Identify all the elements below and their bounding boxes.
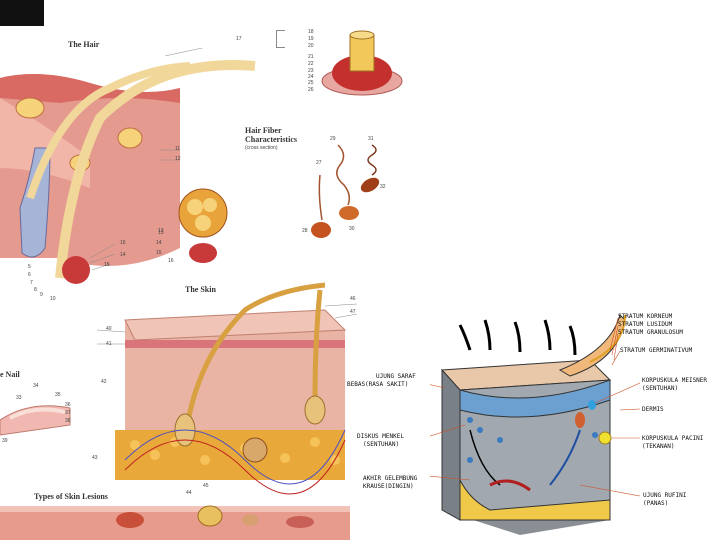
hair-num: 6 [28, 272, 31, 278]
label-merkel: DISKUS MENKEL [357, 433, 404, 440]
fiber-num: 27 [316, 160, 322, 166]
hair-num: 5 [28, 264, 31, 270]
hair-num: 10 [50, 296, 56, 302]
label-ruffini: UJUNG RUFINI [643, 492, 686, 499]
label-krause-2: KRAUSE(DINGIN) [363, 483, 414, 490]
hair-num: 9 [40, 292, 43, 298]
bulb-num: 13 [158, 228, 164, 234]
skin-num: 46 [350, 296, 356, 302]
nail-num: 38 [65, 418, 71, 424]
bracket-line [276, 30, 285, 48]
hair-num: 12 [175, 156, 181, 162]
hair-num: 15 [156, 250, 162, 256]
bulb-num: 16 [168, 258, 174, 264]
skin-illustration [95, 280, 365, 495]
nail-num: 33 [16, 395, 22, 401]
cross-num: 20 [308, 43, 314, 49]
skin-num: 47 [350, 309, 356, 315]
label-merkel-2: (SENTUHAN) [363, 441, 399, 448]
label-stratum-lucidum: STRATUM LUSIDUM [618, 321, 672, 328]
hair-num: 14 [156, 240, 162, 246]
hair-fiber-illustration [300, 135, 395, 245]
label-stratum-granulosum: STRATUM GRANULOSUM [618, 329, 683, 336]
label-stratum-corneum: STRATUM KORNEUM [618, 313, 672, 320]
fiber-num: 32 [380, 184, 386, 190]
hair-num: 11 [175, 146, 180, 152]
label-stratum-germinativum: STRATUM GERMINATIVUM [620, 347, 692, 354]
nail-num: 37 [65, 410, 71, 416]
label-meissner-2: (SENTUHAN) [642, 385, 678, 392]
skin-num: 42 [101, 379, 107, 385]
cross-num: 25 [308, 80, 314, 86]
cross-num: 26 [308, 87, 314, 93]
fiber-num: 31 [368, 136, 374, 142]
hair-num: 17 [236, 36, 242, 42]
label-dermis: DERMIS [642, 406, 664, 413]
rapid-review-logo: RAPID REVIEW [0, 0, 44, 26]
hair-num: 16 [120, 240, 126, 246]
label-free-nerve: UJUNG SARAF [376, 373, 416, 380]
skin-lesions-illustration [0, 500, 350, 540]
label-pacini-2: (TEKANAN) [642, 443, 675, 450]
fiber-num: 30 [349, 226, 355, 232]
hair-shaft-cross-section [310, 25, 405, 100]
cross-num: 18 [308, 29, 314, 35]
fiber-num: 28 [302, 228, 308, 234]
label-ruffini-2: (PANAS) [643, 500, 668, 507]
skin-num: 45 [203, 483, 209, 489]
skin-num: 40 [106, 326, 112, 332]
skin-num: 43 [92, 455, 98, 461]
skin-num: 41 [106, 341, 112, 347]
hair-bulb-illustration [175, 175, 235, 270]
label-pacini: KORPUSKULA PACINI [642, 435, 703, 442]
fiber-title-2: Characteristics [245, 135, 297, 144]
nail-num: 35 [55, 392, 61, 398]
hair-num: 7 [30, 280, 33, 286]
hair-num: 15 [104, 262, 110, 268]
hair-num: 14 [120, 252, 126, 258]
nail-num: 34 [33, 383, 39, 389]
cross-num: 22 [308, 61, 314, 67]
nail-num: 36 [65, 402, 71, 408]
fiber-num: 29 [330, 136, 336, 142]
nail-title: e Nail [0, 370, 20, 379]
label-free-nerve-2: BEBAS(RASA SAKIT) [347, 381, 408, 388]
cross-num: 21 [308, 54, 314, 60]
cross-num: 19 [308, 36, 314, 42]
label-krause: AKHIR GELEMBUNG [363, 475, 417, 482]
hair-num: 8 [34, 287, 37, 293]
label-meissner: KORPUSKULA MEISNER [642, 377, 707, 384]
skin-receptors-diagram [430, 310, 720, 540]
nail-num: 39 [2, 438, 8, 444]
fiber-subtitle: (cross section) [245, 145, 278, 151]
skin-num: 44 [186, 490, 192, 496]
fiber-title: Hair Fiber [245, 126, 282, 135]
